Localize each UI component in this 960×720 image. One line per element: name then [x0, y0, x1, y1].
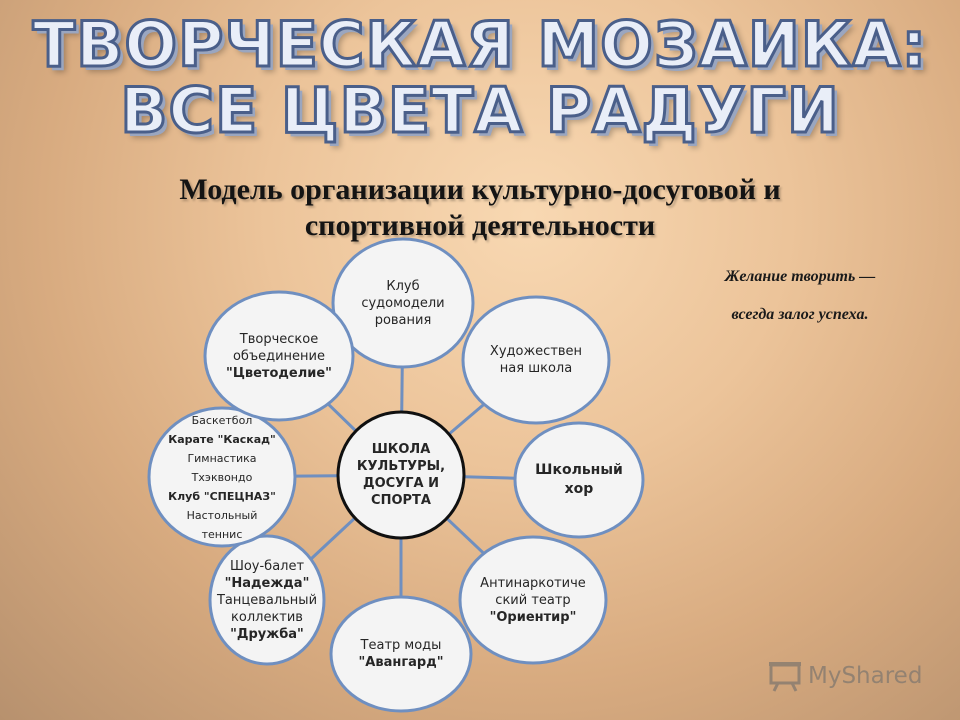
center-label-line: КУЛЬТУРЫ, [356, 459, 446, 474]
center-circle [336, 410, 466, 540]
node-label-sport-line: Настольный [186, 508, 258, 522]
node-label-sport-line: Тхэквондо [191, 470, 253, 484]
node-label-dance-line: "Надежда" [224, 575, 310, 591]
node-label-theatre-line: Антинаркотиче [480, 575, 586, 591]
node-label-flowers-line: "Цветоделие" [226, 365, 332, 381]
connector-art-school [447, 403, 486, 436]
node-label-fashion-line: "Авангард" [358, 655, 444, 670]
center-label: ШКОЛА КУЛЬТУРЫ, ДОСУГА И СПОРТА [338, 412, 464, 538]
node-label-dance-line: "Дружба" [230, 626, 304, 642]
title-line-2: ВСЕ ЦВЕТА РАДУГИ [119, 74, 841, 147]
node-label-art-school: Художествен ная школа [463, 297, 609, 423]
node-label-dance-line: коллектив [231, 609, 303, 625]
motto-line-1: Желание творить — [724, 268, 876, 285]
diagram-circles [147, 237, 645, 713]
node-circle-ship-club [331, 237, 475, 369]
node-label-ship-club-line: рования [374, 312, 432, 328]
node-label-choir: Школьный хор [515, 423, 643, 537]
subtitle-line-1: Модель организации культурно-досуговой и [179, 173, 781, 206]
center-label-line: ШКОЛА [371, 442, 431, 457]
node-label-flowers-line: объединение [232, 348, 326, 364]
node-label-theatre-line: ский театр [495, 592, 571, 608]
center-label-line: ДОСУГА И [363, 476, 439, 491]
node-label-art-school-line: Художествен [489, 344, 583, 359]
node-circle-flowers [203, 290, 355, 422]
connector-dance [309, 516, 356, 561]
connector-ship-club [400, 366, 404, 413]
node-label-choir-line: хор [564, 481, 594, 497]
diagram-connectors [294, 366, 516, 597]
watermark-text: MyShared [808, 663, 923, 689]
node-label-dance-line: Шоу-балет [229, 558, 305, 574]
node-label-theatre-line: "Ориентир" [489, 609, 577, 625]
node-circle-art-school [461, 295, 611, 425]
node-circle-dance [208, 534, 326, 666]
connector-flowers [327, 402, 357, 433]
node-label-dance-line: Танцевальный [216, 592, 318, 608]
node-label-fashion-line: Театр моды [360, 638, 442, 653]
node-label-ship-club-line: судомодели [361, 295, 445, 311]
motto-line-2: всегда залог успеха. [731, 306, 869, 323]
node-label-fashion: Театр моды "Авангард" [331, 597, 471, 711]
node-label-sport-line: Гимнастика [187, 451, 257, 465]
title-line-1: ТВОРЧЕСКАЯ МОЗАИКА: [31, 8, 928, 81]
watermark: MyShared [768, 656, 922, 696]
presentation-board-icon [769, 662, 801, 692]
node-label-sport-line: Баскетбол [191, 413, 253, 427]
node-circle-theatre [458, 535, 608, 665]
node-circle-choir [513, 421, 645, 539]
node-label-sport-line: Карате "Каскад" [168, 432, 276, 446]
node-label-ship-club-line: Клуб [386, 278, 420, 294]
connector-choir [463, 475, 516, 480]
center-label-line: СПОРТА [371, 493, 431, 508]
connector-theatre [445, 517, 485, 555]
subtitle-line-2: спортивной деятельности [304, 209, 656, 242]
node-label-sport-line: Клуб "СПЕЦНАЗ" [168, 489, 276, 503]
node-label-choir-line: Школьный [535, 462, 623, 478]
node-label-sport-line: теннис [201, 527, 243, 541]
node-label-art-school-line: ная школа [499, 361, 573, 376]
node-circle-sport [147, 406, 297, 548]
node-circle-fashion [329, 595, 473, 713]
node-label-flowers-line: Творческое [239, 331, 319, 347]
